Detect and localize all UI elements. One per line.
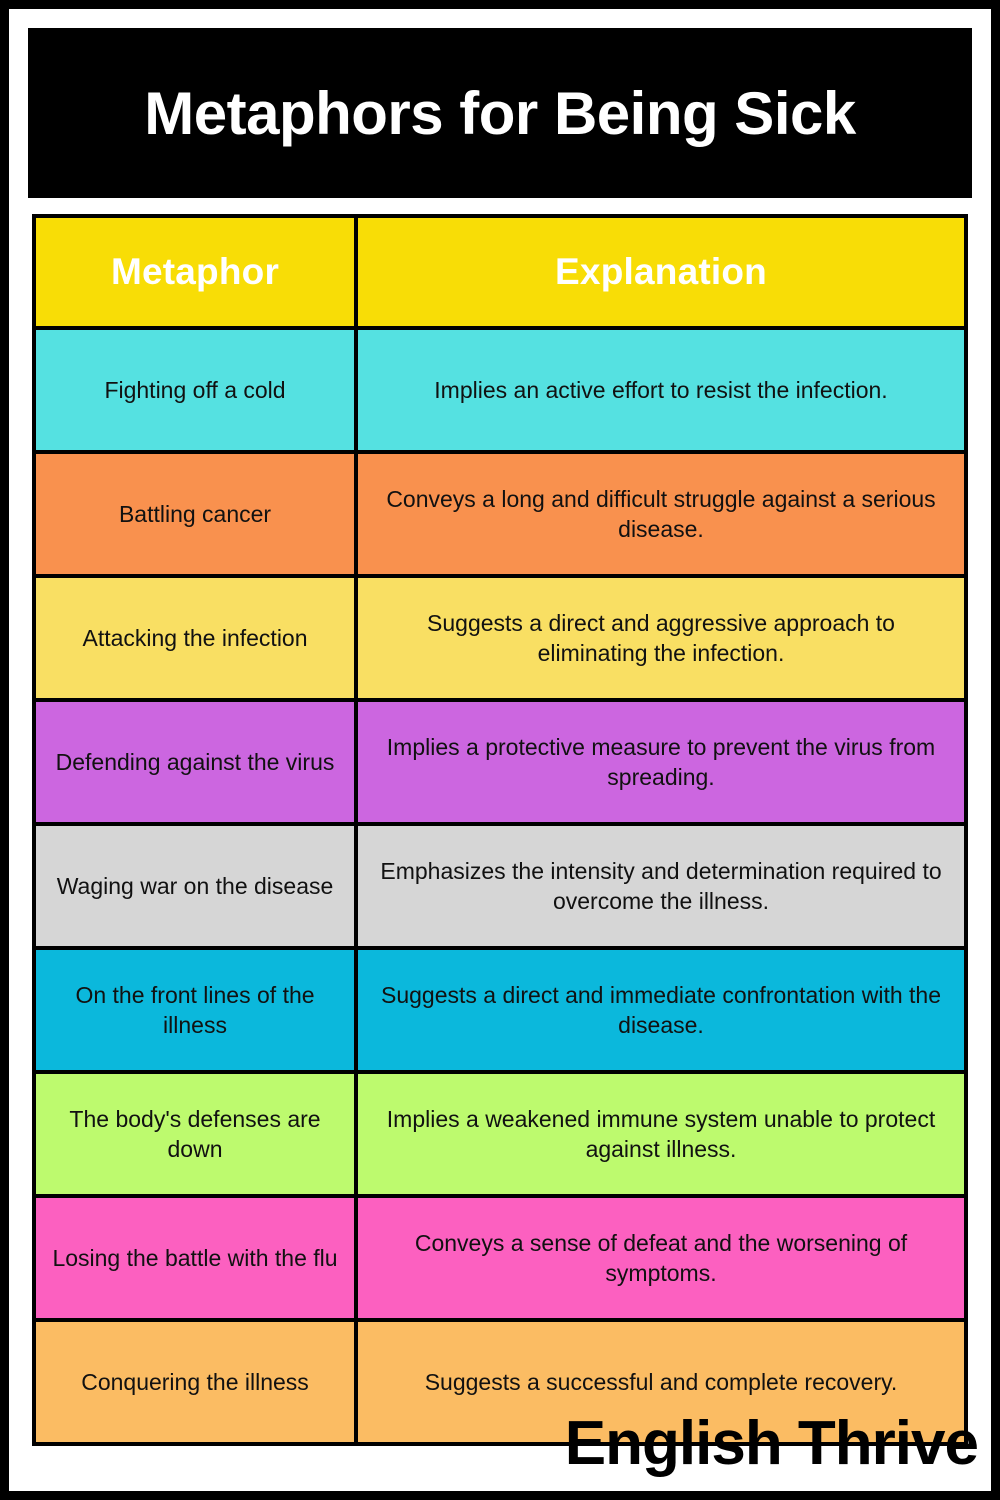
cell-metaphor: On the front lines of the illness <box>36 950 359 1070</box>
cell-metaphor: Losing the battle with the flu <box>36 1198 359 1318</box>
cell-explanation: Emphasizes the intensity and determinati… <box>380 857 942 914</box>
table-row: The body's defenses are down Implies a we… <box>36 1074 964 1198</box>
table-row: Losing the battle with the flu Conveys a … <box>36 1198 964 1322</box>
cell-metaphor: Attacking the infection <box>36 578 359 698</box>
table-row: On the front lines of the illness Suggest… <box>36 950 964 1074</box>
cell-explanation: Suggests a successful and complete recov… <box>424 1368 898 1395</box>
column-header-explanation: Explanation <box>555 250 767 292</box>
brand-label: English Thrive <box>564 1409 979 1478</box>
cell-explanation: Conveys a long and difficult struggle ag… <box>386 485 936 542</box>
cell-explanation: Implies a protective measure to prevent … <box>386 733 936 790</box>
cell-explanation: Suggests a direct and immediate confront… <box>381 981 941 1038</box>
cell-metaphor: The body's defenses are down <box>36 1074 359 1194</box>
cell-explanation: Suggests a direct and aggressive approac… <box>427 609 895 666</box>
cell-explanation: Implies an active effort to resist the i… <box>434 376 888 403</box>
column-header-metaphor: Metaphor <box>36 218 359 326</box>
table-row: Defending against the virus Implies a pro… <box>36 702 964 826</box>
table-body: Fighting off a cold Implies an active eff… <box>36 330 964 1442</box>
cell-metaphor: Conquering the illness <box>36 1322 359 1442</box>
table-row: Battling cancer Conveys a long and diffic… <box>36 454 964 578</box>
cell-explanation: Conveys a sense of defeat and the worsen… <box>414 1229 908 1286</box>
cell-metaphor: Fighting off a cold <box>36 330 359 450</box>
cell-explanation: Implies a weakened immune system unable … <box>386 1105 936 1162</box>
metaphor-table: Metaphor Explanation Fighting off a cold… <box>32 214 968 1446</box>
cell-metaphor: Waging war on the disease <box>36 826 359 946</box>
title-banner: Metaphors for Being Sick <box>28 28 972 198</box>
cell-metaphor: Defending against the virus <box>36 702 359 822</box>
cell-metaphor: Battling cancer <box>36 454 359 574</box>
table-row: Conquering the illness Suggests a success… <box>36 1322 964 1442</box>
page-title: Metaphors for Being Sick <box>144 79 856 147</box>
table-row: Fighting off a cold Implies an active eff… <box>36 330 964 454</box>
table-row: Attacking the infection Suggests a direct… <box>36 578 964 702</box>
table-row: Waging war on the disease Emphasizes the … <box>36 826 964 950</box>
table-header-row: Metaphor Explanation <box>36 218 964 330</box>
